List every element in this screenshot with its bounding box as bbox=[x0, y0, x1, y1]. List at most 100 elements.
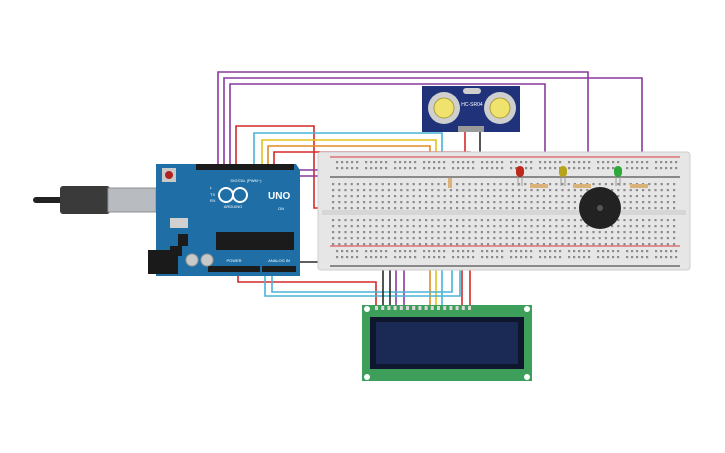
breadboard-hole bbox=[675, 161, 678, 164]
breadboard-hole bbox=[660, 243, 663, 246]
breadboard-hole bbox=[530, 231, 533, 234]
breadboard-hole bbox=[578, 250, 581, 253]
breadboard-hole bbox=[617, 250, 620, 253]
breadboard-hole bbox=[518, 183, 521, 186]
lcd-mount-hole-bl bbox=[364, 374, 370, 380]
breadboard-hole bbox=[375, 167, 378, 170]
breadboard-hole bbox=[462, 231, 465, 234]
breadboard-hole bbox=[554, 250, 557, 253]
lcd-pin bbox=[412, 306, 416, 310]
breadboard-hole bbox=[561, 201, 564, 204]
breadboard-hole bbox=[462, 237, 465, 240]
breadboard-hole bbox=[660, 183, 663, 186]
breadboard-hole bbox=[518, 243, 521, 246]
breadboard bbox=[317, 151, 691, 271]
breadboard-hole bbox=[536, 201, 539, 204]
breadboard-hole bbox=[505, 219, 508, 222]
breadboard-hole bbox=[549, 219, 552, 222]
lcd-mount-hole-tr bbox=[524, 306, 530, 312]
breadboard-hole bbox=[462, 161, 465, 164]
lcd-pin bbox=[449, 306, 453, 310]
breadboard-hole bbox=[474, 219, 477, 222]
breadboard-hole bbox=[505, 207, 508, 210]
breadboard-hole bbox=[629, 237, 632, 240]
breadboard-hole bbox=[365, 167, 368, 170]
breadboard-hole bbox=[648, 189, 651, 192]
breadboard-hole bbox=[449, 195, 452, 198]
breadboard-hole bbox=[468, 189, 471, 192]
breadboard-hole bbox=[588, 167, 591, 170]
breadboard-hole bbox=[437, 231, 440, 234]
breadboard-hole bbox=[341, 256, 344, 259]
breadboard-hole bbox=[462, 195, 465, 198]
breadboard-hole bbox=[673, 183, 676, 186]
breadboard-hole bbox=[431, 207, 434, 210]
breadboard-hole bbox=[431, 195, 434, 198]
breadboard-hole bbox=[641, 250, 644, 253]
buzzer bbox=[579, 187, 621, 229]
breadboard-hole bbox=[370, 167, 373, 170]
breadboard-hole bbox=[654, 219, 657, 222]
breadboard-hole bbox=[666, 183, 669, 186]
breadboard-hole bbox=[467, 167, 470, 170]
breadboard-hole bbox=[443, 250, 446, 253]
breadboard-hole bbox=[363, 219, 366, 222]
breadboard-hole bbox=[350, 225, 353, 228]
breadboard-hole bbox=[487, 189, 490, 192]
breadboard-hole bbox=[660, 167, 663, 170]
breadboard-hole bbox=[462, 219, 465, 222]
breadboard-hole bbox=[568, 256, 571, 259]
sensor-model-label: HC-SR04 bbox=[461, 102, 483, 108]
lcd-mount-hole-br bbox=[524, 374, 530, 380]
breadboard-hole bbox=[554, 256, 557, 259]
breadboard-hole bbox=[346, 167, 349, 170]
wire-cyan-bottom-1 bbox=[264, 258, 461, 297]
breadboard-hole bbox=[555, 219, 558, 222]
breadboard-hole bbox=[536, 237, 539, 240]
breadboard-hole bbox=[592, 243, 595, 246]
breadboard-hole bbox=[418, 207, 421, 210]
rx-led-label: RX bbox=[210, 198, 216, 203]
breadboard-hole bbox=[443, 256, 446, 259]
breadboard-hole bbox=[580, 237, 583, 240]
breadboard-hole bbox=[449, 243, 452, 246]
breadboard-hole bbox=[561, 243, 564, 246]
breadboard-hole bbox=[660, 231, 663, 234]
breadboard-hole bbox=[567, 237, 570, 240]
breadboard-hole bbox=[573, 256, 576, 259]
breadboard-hole bbox=[561, 195, 564, 198]
breadboard-hole bbox=[588, 161, 591, 164]
breadboard-hole bbox=[524, 183, 527, 186]
breadboard-hole bbox=[480, 195, 483, 198]
breadboard-hole bbox=[635, 207, 638, 210]
breadboard-hole bbox=[425, 183, 428, 186]
capacitor-2 bbox=[200, 253, 214, 267]
breadboard-hole bbox=[423, 167, 426, 170]
breadboard-hole bbox=[468, 183, 471, 186]
breadboard-hole bbox=[487, 237, 490, 240]
breadboard-hole bbox=[592, 237, 595, 240]
breadboard-hole bbox=[567, 207, 570, 210]
breadboard-hole bbox=[462, 207, 465, 210]
breadboard-hole bbox=[400, 189, 403, 192]
breadboard-hole bbox=[536, 189, 539, 192]
breadboard-hole bbox=[428, 161, 431, 164]
breadboard-hole bbox=[629, 225, 632, 228]
breadboard-hole bbox=[456, 231, 459, 234]
breadboard-hole bbox=[597, 167, 600, 170]
breadboard-hole bbox=[338, 231, 341, 234]
breadboard-hole bbox=[344, 207, 347, 210]
lcd-pin bbox=[468, 306, 471, 310]
breadboard-hole bbox=[394, 219, 397, 222]
breadboard-hole bbox=[356, 167, 359, 170]
breadboard-hole bbox=[623, 225, 626, 228]
breadboard-hole bbox=[631, 256, 634, 259]
breadboard-hole bbox=[635, 201, 638, 204]
breadboard-hole bbox=[462, 189, 465, 192]
lcd-pin bbox=[430, 306, 434, 310]
resistor-group bbox=[448, 178, 648, 188]
breadboard-hole bbox=[629, 201, 632, 204]
reset-button-cap[interactable] bbox=[165, 171, 173, 179]
breadboard-hole bbox=[673, 195, 676, 198]
breadboard-hole bbox=[544, 161, 547, 164]
